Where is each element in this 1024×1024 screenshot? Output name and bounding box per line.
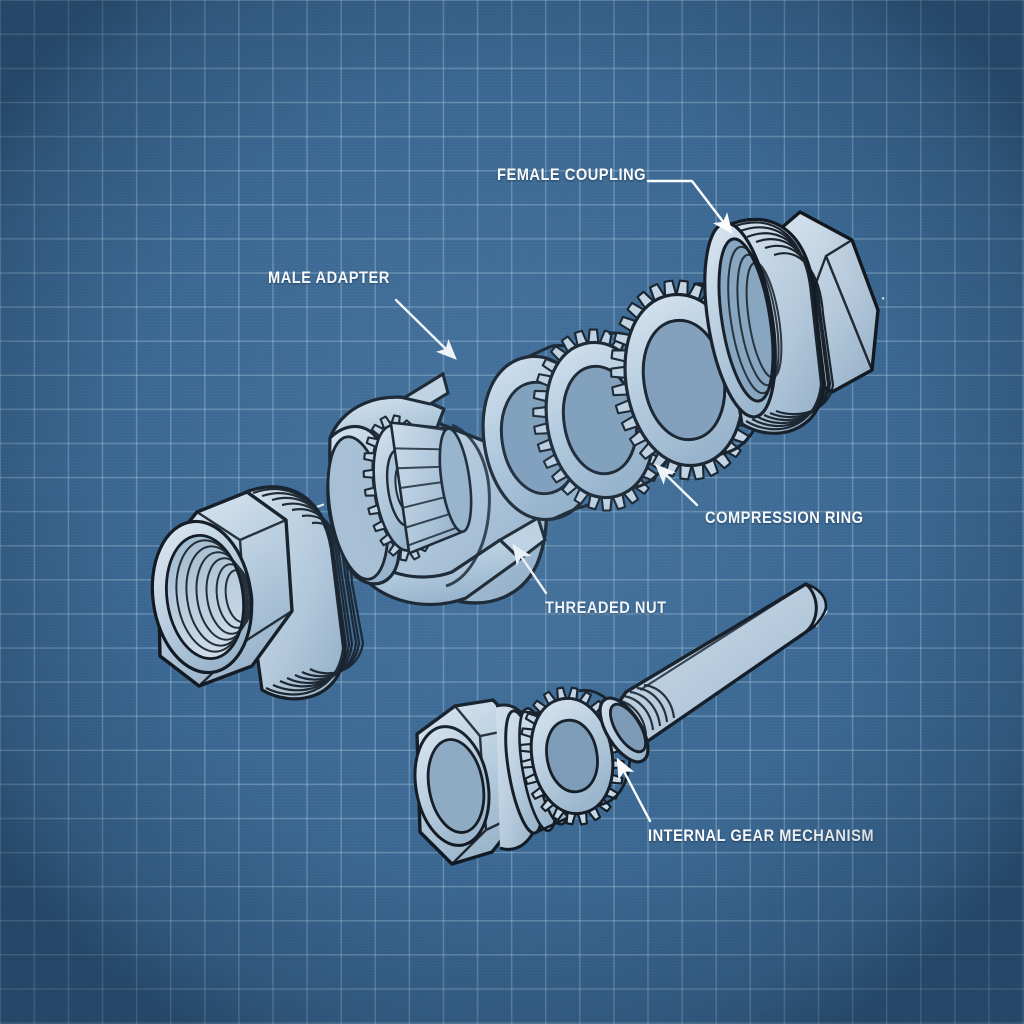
callout-label-internal-gear-mechanism: INTERNAL GEAR MECHANISM: [648, 827, 874, 844]
hex-nut-large-hex-head: [150, 490, 294, 688]
leader-female-coupling: [646, 179, 733, 235]
callout-label-compression-ring: COMPRESSION RING: [705, 509, 864, 526]
callout-label-female-coupling: FEMALE COUPLING: [497, 166, 646, 183]
pipe-threaded-end: [598, 683, 676, 764]
part-female-coupling-body[interactable]: [693, 210, 880, 435]
female-coupling-mouth: [703, 221, 783, 419]
part-internal-gear-upper[interactable]: [355, 411, 478, 565]
part-pipe-tube[interactable]: [591, 576, 840, 770]
callout-label-threaded-nut: THREADED NUT: [545, 599, 667, 616]
callout-leaders: [394, 179, 733, 823]
callout-label-male-adapter: MALE ADAPTER: [268, 269, 390, 286]
leader-threaded-nut: [512, 543, 548, 595]
leader-internal-gear-mechanism: [616, 757, 652, 823]
leader-compression-ring: [655, 464, 699, 507]
leader-male-adapter: [394, 298, 457, 360]
part-hex-nut-large[interactable]: [143, 485, 365, 701]
